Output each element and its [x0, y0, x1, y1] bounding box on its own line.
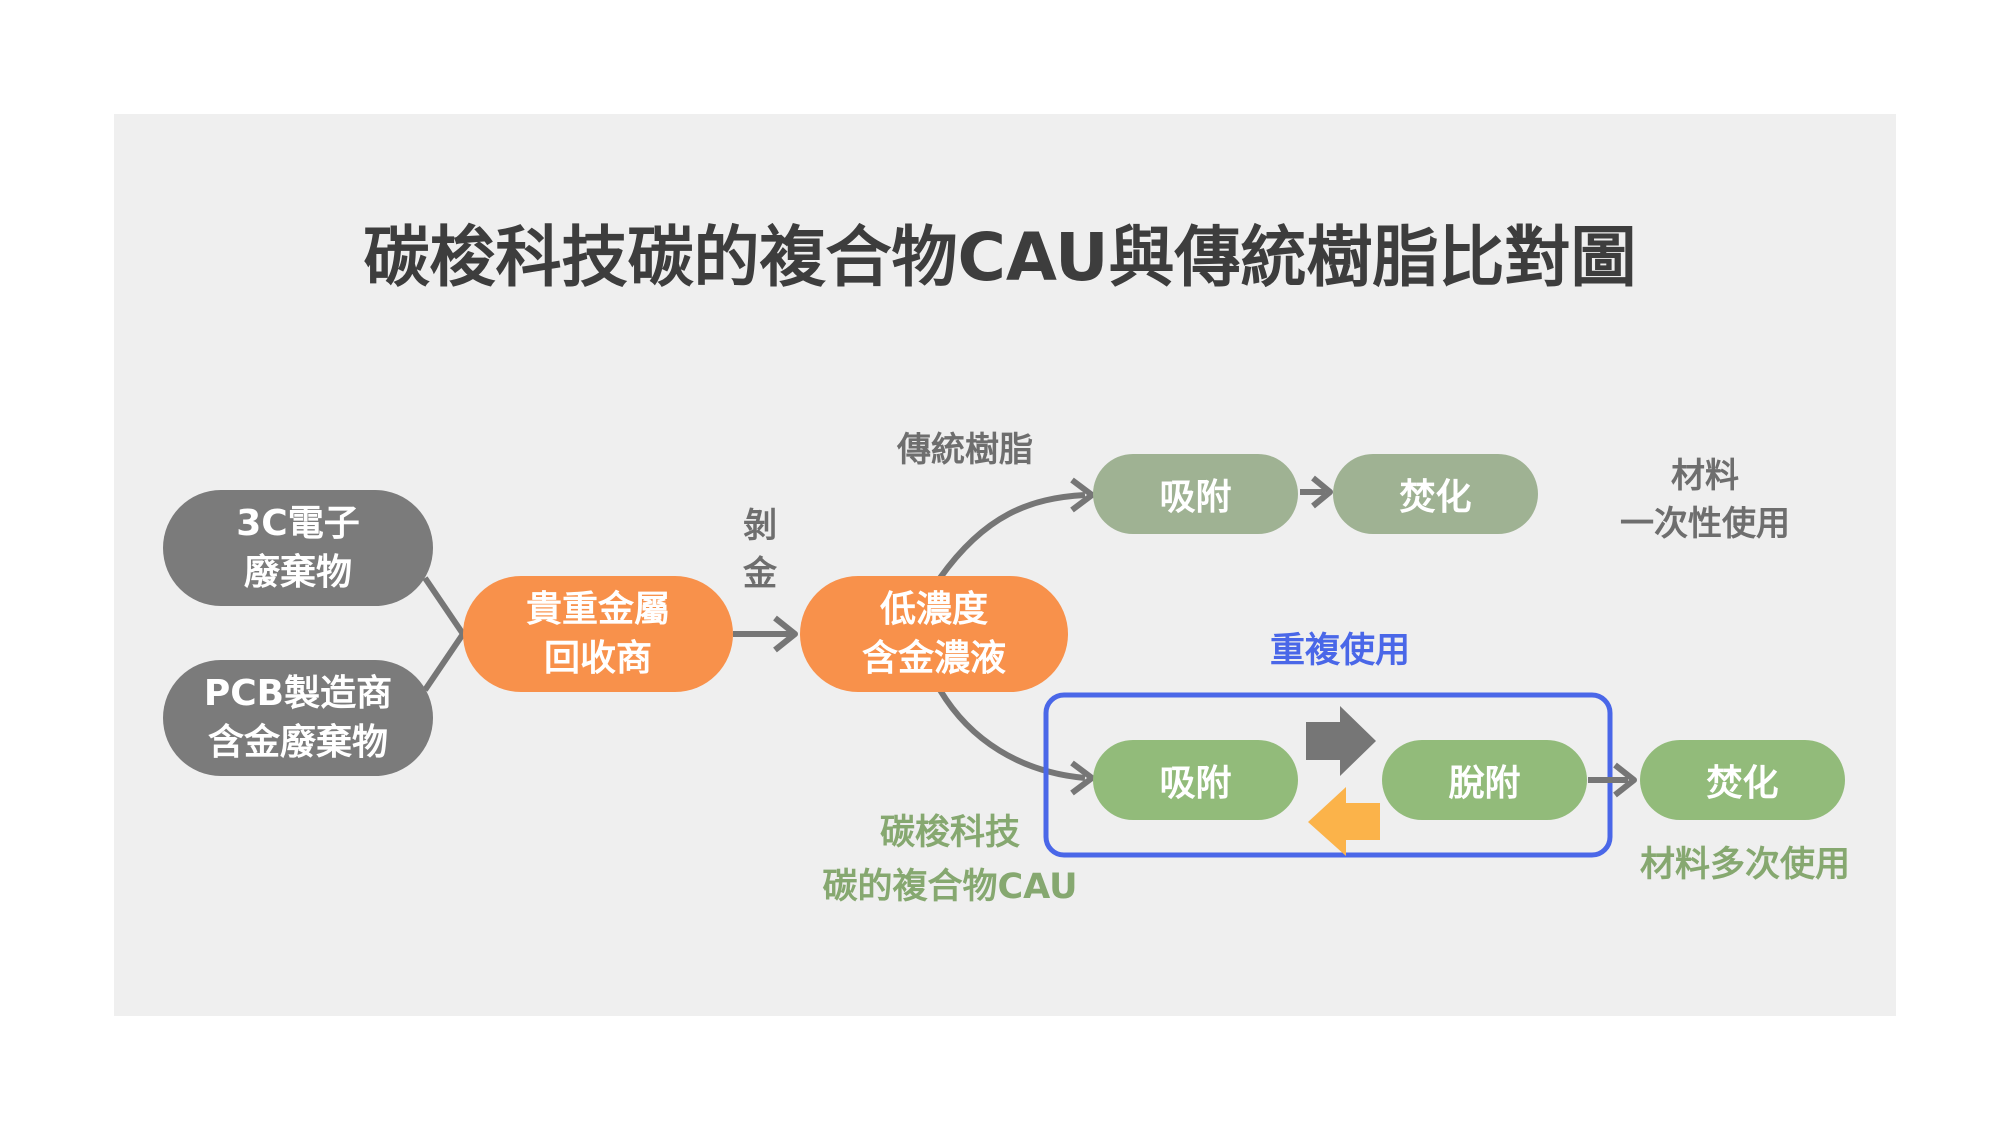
label-single-use-line2: 一次性使用: [1620, 504, 1790, 544]
backward-arrow-icon: [1308, 787, 1380, 856]
node-pcb-waste: PCB製造商含金廢棄物: [163, 660, 433, 776]
node-recycler-line1: 貴重金屬: [525, 589, 670, 630]
label-single-use: 材料 一次性使用: [1590, 452, 1820, 548]
node-precious-metal-recycler: 貴重金屬回收商: [463, 576, 733, 692]
node-recycler-line2: 回收商: [543, 638, 652, 679]
node-bottom-incinerate: 焚化: [1640, 740, 1845, 820]
label-cau-line2: 碳的複合物CAU: [822, 867, 1078, 907]
node-top-incinerate: 焚化: [1333, 454, 1538, 534]
node-top-adsorb-label: 吸附: [1159, 477, 1232, 518]
node-pcb-line2: 含金廢棄物: [207, 722, 388, 763]
node-top-incinerate-label: 焚化: [1399, 477, 1472, 518]
connector-pcb-to-recycler: [422, 632, 466, 692]
label-strip-line1: 剝: [743, 506, 777, 546]
node-3c-line2: 廢棄物: [243, 552, 352, 593]
node-bottom-incinerate-label: 焚化: [1706, 763, 1779, 804]
node-3c-waste: 3C電子廢棄物: [163, 490, 433, 606]
label-reuse: 重複使用: [1269, 631, 1410, 671]
label-strip-line2: 金: [743, 554, 777, 594]
arrow-solution-to-top-adsorb: [937, 477, 1095, 580]
arrow-solution-to-bottom-adsorb: [937, 688, 1095, 796]
node-top-adsorb: 吸附: [1093, 454, 1298, 534]
node-solution-line1: 低濃度: [879, 589, 988, 630]
label-single-use-line1: 材料: [1671, 456, 1739, 496]
label-multi-use: 材料多次使用: [1639, 845, 1850, 885]
label-cau-line1: 碳梭科技: [879, 813, 1020, 853]
connector-3c-to-recycler: [422, 576, 466, 636]
label-traditional-resin: 傳統樹脂: [897, 430, 1033, 470]
arrow-recycler-to-solution: [733, 615, 798, 653]
node-bottom-desorb-label: 脫附: [1448, 763, 1521, 804]
forward-arrow-icon: [1306, 706, 1376, 776]
node-pcb-line1: PCB製造商: [203, 673, 393, 714]
node-bottom-adsorb: 吸附: [1093, 740, 1298, 820]
node-solution-line2: 含金濃液: [861, 638, 1006, 679]
page-title: 碳梭科技碳的複合物CAU與傳統樹脂比對圖: [363, 219, 1637, 296]
node-gold-solution: 低濃度含金濃液: [800, 576, 1068, 692]
node-bottom-adsorb-label: 吸附: [1159, 763, 1232, 804]
arrow-desorb-to-incinerate: [1588, 762, 1637, 798]
reuse-box: [1043, 692, 1613, 858]
arrow-top-adsorb-to-incinerate: [1300, 475, 1333, 509]
node-3c-line1: 3C電子: [236, 503, 360, 544]
label-strip-gold: 剝 金: [735, 502, 785, 598]
label-cau: 碳梭科技 碳的複合物CAU: [800, 806, 1100, 914]
node-bottom-desorb: 脫附: [1382, 740, 1587, 820]
